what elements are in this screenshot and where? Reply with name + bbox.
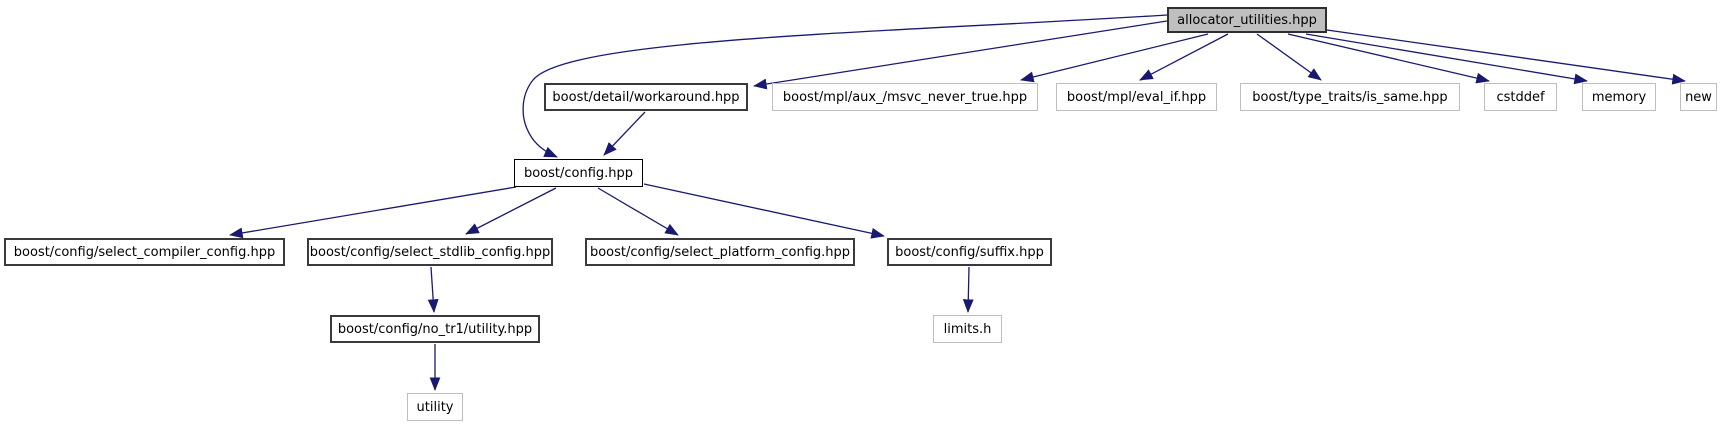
- node-boost-config-suffix-hpp[interactable]: boost/config/suffix.hpp: [887, 238, 1052, 266]
- node-limits-h: limits.h: [933, 315, 1002, 343]
- edge-root-to-is-same: [1256, 33, 1322, 81]
- edge-config-to-suffix: [643, 183, 885, 239]
- node-boost-detail-workaround-hpp[interactable]: boost/detail/workaround.hpp: [544, 83, 748, 111]
- edge-root-to-workaround: [753, 20, 1168, 90]
- node-allocator-utilities-hpp: allocator_utilities.hpp: [1167, 7, 1327, 33]
- node-cstddef: cstddef: [1484, 83, 1557, 111]
- node-boost-config-hpp[interactable]: boost/config.hpp: [514, 159, 643, 187]
- edge-suffix-to-limits-h: [962, 266, 974, 313]
- node-boost-config-select-platform-config-hpp[interactable]: boost/config/select_platform_config.hpp: [585, 238, 855, 266]
- edge-root-to-eval-if: [1139, 33, 1229, 81]
- edge-root-to-config: [522, 14, 1168, 158]
- edge-config-to-select-platform: [597, 187, 679, 236]
- edge-root-to-new: [1326, 29, 1686, 85]
- node-boost-config-select-stdlib-config-hpp[interactable]: boost/config/select_stdlib_config.hpp: [307, 238, 553, 266]
- edge-workaround-to-config: [603, 111, 646, 156]
- edge-root-to-cstddef: [1287, 33, 1490, 84]
- node-memory: memory: [1582, 83, 1656, 111]
- edge-select-stdlib-to-no-tr1: [427, 266, 439, 313]
- edge-root-to-memory: [1305, 33, 1588, 85]
- edge-config-to-select-stdlib: [465, 187, 557, 235]
- edge-root-to-msvc-never-true: [1020, 33, 1209, 83]
- node-boost-mpl-eval-if-hpp: boost/mpl/eval_if.hpp: [1056, 83, 1217, 111]
- node-boost-config-no-tr1-utility-hpp[interactable]: boost/config/no_tr1/utility.hpp: [330, 315, 540, 343]
- node-new: new: [1680, 83, 1717, 111]
- node-boost-type-traits-is-same-hpp: boost/type_traits/is_same.hpp: [1240, 83, 1460, 111]
- node-utility: utility: [407, 393, 463, 421]
- edge-config-to-select-compiler: [229, 186, 517, 239]
- node-boost-config-select-compiler-config-hpp[interactable]: boost/config/select_compiler_config.hpp: [4, 238, 285, 266]
- node-boost-mpl-aux-msvc-never-true-hpp: boost/mpl/aux_/msvc_never_true.hpp: [772, 83, 1038, 111]
